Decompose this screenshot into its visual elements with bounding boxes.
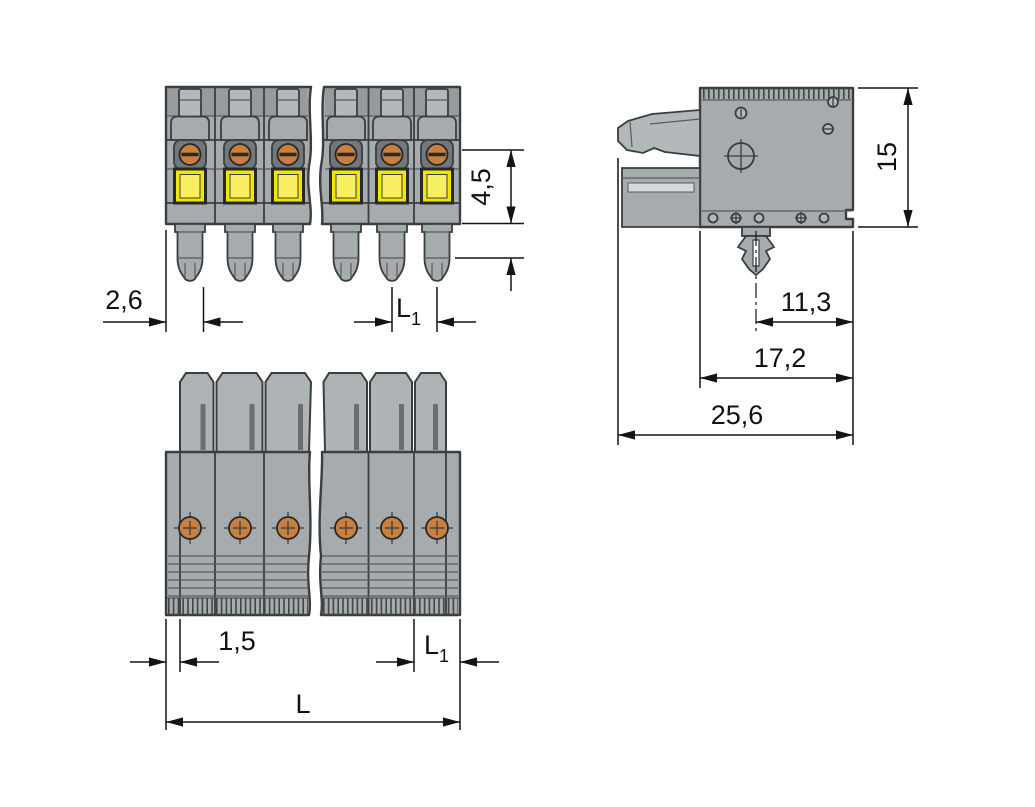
dim-label-bottom-total-length: L bbox=[295, 689, 310, 719]
dim-front-button-height: 4,5 bbox=[455, 149, 524, 291]
rear-modules bbox=[179, 372, 447, 453]
dim-bottom-pitch: L 1 bbox=[376, 619, 499, 730]
dim-label-bottom-wall-offset: 1,5 bbox=[218, 626, 256, 656]
dim-side-latch-offset: 11,3 bbox=[756, 231, 854, 445]
dim-label-front-pitch-sub: 1 bbox=[411, 309, 421, 329]
bottom-view bbox=[164, 372, 462, 617]
dim-front-pitch: L 1 bbox=[354, 287, 476, 332]
pole-module bbox=[416, 87, 458, 283]
dim-label-front-pitch: L bbox=[396, 293, 411, 323]
front-view bbox=[164, 85, 462, 283]
dim-label-front-edge-offset: 2,6 bbox=[105, 285, 143, 315]
conductor-entry-shroud bbox=[621, 167, 701, 228]
dim-label-side-latch-offset: 11,3 bbox=[781, 287, 832, 317]
pole-module bbox=[325, 87, 367, 283]
dim-label-bottom-pitch-sub: 1 bbox=[439, 646, 449, 666]
dim-side-height: 15 bbox=[858, 87, 918, 228]
dim-label-side-body-depth: 17,2 bbox=[754, 343, 807, 373]
dim-front-edge-offset: 2,6 bbox=[103, 230, 243, 332]
dim-label-side-total-depth: 25,6 bbox=[711, 400, 764, 430]
side-view bbox=[617, 86, 855, 333]
pole-module bbox=[219, 87, 261, 283]
dim-label-side-height: 15 bbox=[872, 142, 902, 172]
dim-label-bottom-pitch: L bbox=[424, 630, 439, 660]
dim-side-total-depth: 25,6 bbox=[617, 158, 853, 445]
dim-bottom-wall-offset: 1,5 bbox=[130, 619, 256, 730]
pole-module bbox=[169, 87, 211, 283]
dim-label-front-button-height: 4,5 bbox=[466, 168, 496, 206]
pole-module bbox=[267, 87, 309, 283]
pole-module bbox=[371, 87, 413, 283]
dim-side-body-depth: 17,2 bbox=[699, 231, 853, 388]
dim-bottom-total-length: L bbox=[166, 689, 460, 727]
housing-details bbox=[707, 96, 839, 224]
